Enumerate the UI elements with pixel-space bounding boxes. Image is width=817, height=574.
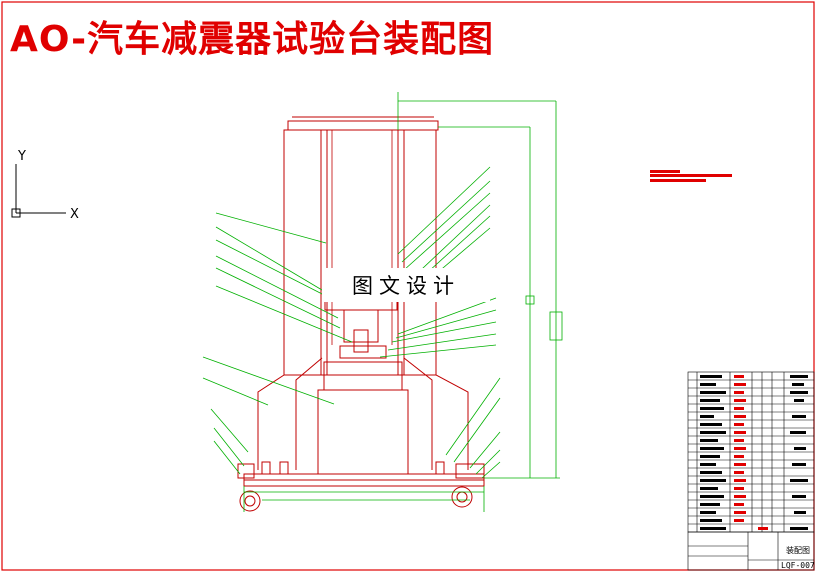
dimension-lines [243, 92, 563, 512]
parts-list-table [687, 371, 815, 533]
frame-shoulder-right [435, 342, 469, 470]
leader-lines [202, 166, 501, 479]
assembly-drawing [237, 116, 485, 512]
ucs-y-label: Y [17, 149, 26, 164]
ucs-icon: Y X [11, 149, 79, 222]
parts-list-entries [700, 375, 808, 530]
drawing-title: AO-汽车减震器试验台装配图 [10, 19, 495, 60]
lifting-eye-right [451, 486, 473, 508]
note-marker [650, 170, 732, 182]
drawing-number: LQF-007 [781, 561, 815, 570]
motor-housing [323, 361, 403, 391]
title-block: 装配图 LQF-007 [687, 531, 815, 571]
watermark: 图文设计 [322, 268, 490, 302]
guide-column-right [397, 129, 405, 376]
frame-outer [283, 129, 437, 376]
guide-column-left [320, 129, 328, 376]
lifting-eye-left [239, 490, 261, 512]
top-plate [287, 120, 439, 131]
drawing-name: 装配图 [786, 545, 810, 555]
gearbox [317, 389, 409, 475]
frame-shoulder-left [257, 342, 285, 470]
ucs-x-label: X [70, 207, 79, 222]
